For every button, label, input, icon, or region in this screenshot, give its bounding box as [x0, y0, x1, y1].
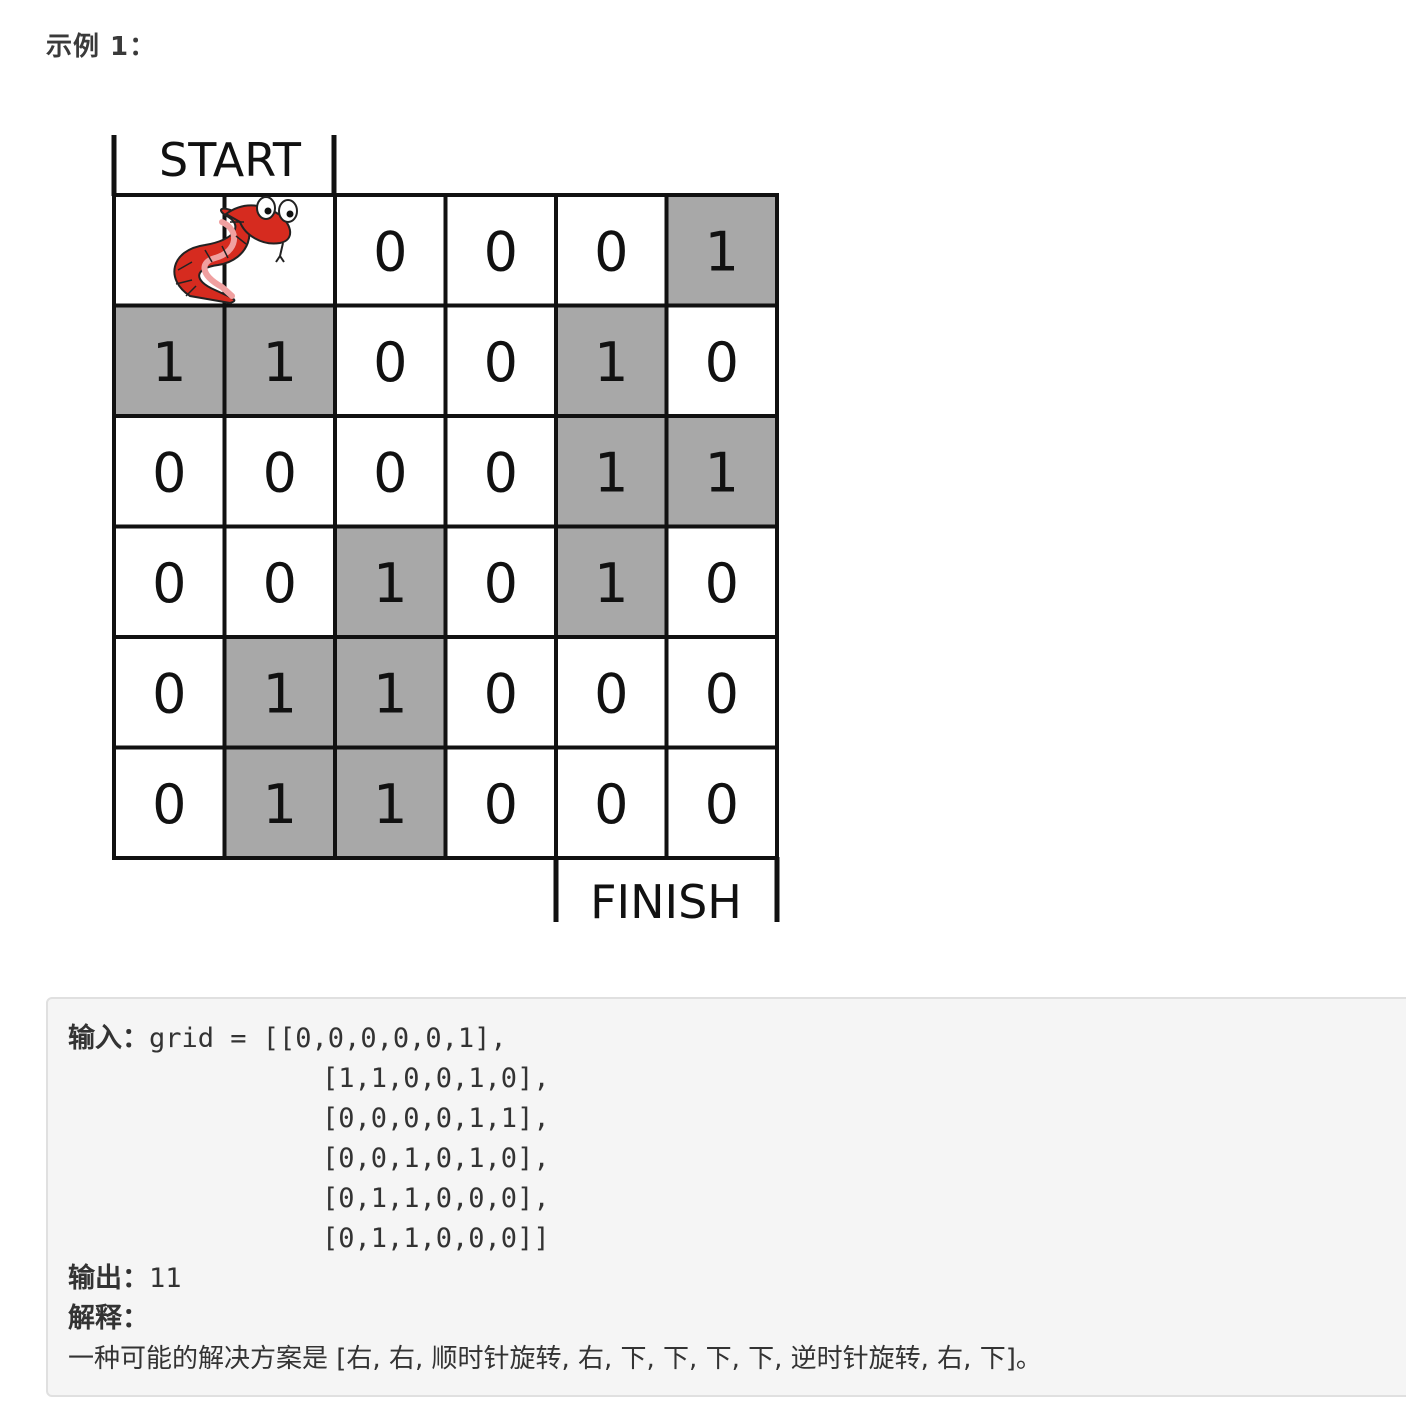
grid-cell-value: 1 — [594, 441, 628, 504]
grid-cell-value: 0 — [705, 331, 739, 394]
input-row-text: [0,1,1,0,0,0]] — [322, 1223, 550, 1254]
grid-cell-value: 0 — [373, 331, 407, 394]
grid-cell-value: 1 — [263, 662, 297, 725]
grid-cell-value: 0 — [705, 773, 739, 836]
explain-text: 一种可能的解决方案是 [右, 右, 顺时针旋转, 右, 下, 下, 下, 下, … — [68, 1344, 1042, 1374]
grid-cell-value: 0 — [152, 773, 186, 836]
grid-cell — [664, 635, 779, 750]
grid-cell-value: 1 — [263, 773, 297, 836]
output-line: 输出：11 — [68, 1259, 1404, 1299]
grid-layer: 0 0 0 1 1 1 0 0 1 0 0 0 0 0 1 1 0 0 1 0 1 0 0 1 1 0 0 0 0 1 1 0 0 0 — [112, 193, 779, 860]
grid-cell-value: 1 — [705, 220, 739, 283]
grid-cell-value: 0 — [484, 552, 518, 615]
grid-cell — [664, 524, 779, 639]
output-value: 11 — [149, 1263, 182, 1294]
example-code-block: 输入：grid = [[0,0,0,0,0,1], [1,1,0,0,1,0],… — [46, 997, 1406, 1397]
grid-cell-value: 0 — [263, 552, 297, 615]
grid-cell — [443, 414, 558, 529]
grid-cell — [664, 745, 779, 860]
grid-cell-value: 0 — [594, 220, 628, 283]
grid-cell-value: 0 — [705, 552, 739, 615]
output-label: 输出： — [68, 1263, 149, 1294]
snake-grid-figure: 0 0 0 1 1 1 0 0 1 0 0 0 0 0 1 1 0 0 1 0 1 0 0 1 1 0 0 0 0 1 1 0 0 0 START… — [111, 133, 780, 929]
input-first-row: grid = [[0,0,0,0,0,1], — [149, 1023, 507, 1054]
input-row-text: [0,1,1,0,0,0], — [322, 1183, 550, 1214]
grid-cell-value: 0 — [484, 773, 518, 836]
grid-cell-value: 1 — [263, 331, 297, 394]
finish-bracket — [553, 857, 780, 922]
grid-cell — [443, 745, 558, 860]
grid-cell-value: 1 — [594, 552, 628, 615]
input-row: [0,0,0,0,1,1], — [68, 1099, 1404, 1139]
input-line: 输入：grid = [[0,0,0,0,0,1], — [68, 1019, 1404, 1059]
grid-cell-value: 1 — [594, 331, 628, 394]
input-row: [0,1,1,0,0,0], — [68, 1179, 1404, 1219]
grid-cell-value: 0 — [263, 441, 297, 504]
grid-cell-value: 0 — [594, 773, 628, 836]
grid-cell-value: 1 — [373, 773, 407, 836]
input-label: 输入： — [68, 1023, 149, 1054]
grid-cell-value: 0 — [152, 441, 186, 504]
grid-cell-value: 0 — [705, 662, 739, 725]
start-bracket — [111, 135, 337, 196]
explain-label-line: 解释： — [68, 1299, 1404, 1339]
example-heading: 示例 1： — [46, 32, 157, 62]
snake-icon — [173, 196, 298, 305]
grid-cell — [112, 414, 227, 529]
grid-cell — [333, 193, 448, 308]
grid-cell-value: 0 — [152, 552, 186, 615]
explain-label: 解释： — [68, 1303, 149, 1334]
grid-cell-value: 0 — [484, 220, 518, 283]
grid-cell-value: 0 — [484, 662, 518, 725]
grid-cell-value: 0 — [484, 441, 518, 504]
grid-cell — [222, 303, 337, 418]
input-row: [1,1,0,0,1,0], — [68, 1059, 1404, 1099]
input-row: [0,0,1,0,1,0], — [68, 1139, 1404, 1179]
grid-cell-value: 1 — [152, 331, 186, 394]
finish-label: FINISH — [590, 875, 742, 929]
grid-cell-value: 0 — [373, 220, 407, 283]
grid-cell — [443, 635, 558, 750]
input-row-text: [0,0,1,0,1,0], — [322, 1143, 550, 1174]
input-row-text: [1,1,0,0,1,0], — [322, 1063, 550, 1094]
start-label: START — [159, 133, 302, 187]
grid-cell — [333, 635, 448, 750]
grid-cell-value: 1 — [705, 441, 739, 504]
grid-cell — [222, 414, 337, 529]
grid-cell — [222, 745, 337, 860]
grid-cell-value: 1 — [373, 662, 407, 725]
grid-cell — [333, 745, 448, 860]
input-row-text: [0,0,0,0,1,1], — [322, 1103, 550, 1134]
grid-cell-value: 0 — [373, 441, 407, 504]
grid-cell — [664, 303, 779, 418]
grid-cell-value: 0 — [484, 331, 518, 394]
grid-cell-value: 0 — [594, 662, 628, 725]
input-row: [0,1,1,0,0,0]] — [68, 1219, 1404, 1259]
grid-cell — [443, 303, 558, 418]
grid-cell-value: 0 — [152, 662, 186, 725]
grid-cell — [554, 524, 669, 639]
grid-cell-value: 1 — [373, 552, 407, 615]
